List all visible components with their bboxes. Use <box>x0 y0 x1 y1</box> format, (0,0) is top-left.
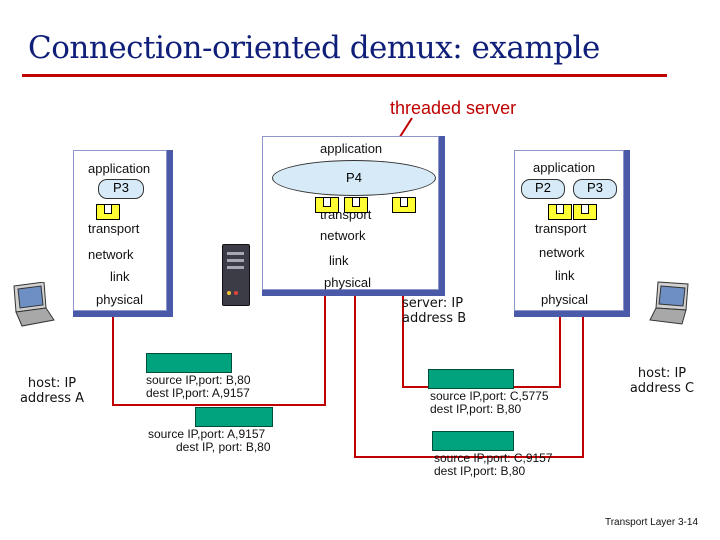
right-process-p2-label: P2 <box>535 180 551 195</box>
host-c-label-line2: address C <box>629 381 695 396</box>
segment-3-packet <box>428 369 514 389</box>
title-underline <box>22 74 667 77</box>
server-network-label: network <box>320 228 366 243</box>
left-app-label: application <box>88 161 151 176</box>
segment-1-source: source IP,port: B,80 <box>146 373 251 387</box>
right-link-label: link <box>555 268 575 283</box>
segment-2-packet <box>195 407 273 427</box>
segment-1-packet <box>146 353 232 373</box>
left-link-label: link <box>110 269 130 284</box>
segment-4-header: source IP,port: C,9157 dest IP,port: B,8… <box>434 452 553 478</box>
left-physical-label: physical <box>96 292 143 307</box>
host-c-label-line1: host: IP <box>637 366 687 381</box>
footer-chapter: Transport Layer <box>604 517 676 528</box>
right-physical-label: physical <box>541 292 588 307</box>
threaded-server-label: threaded server <box>390 98 517 118</box>
segment-3-source: source IP,port: C,5775 <box>430 389 549 403</box>
right-network-label: network <box>539 245 585 260</box>
server-process-p4: P4 <box>272 160 436 196</box>
left-transport-label: transport <box>88 221 140 236</box>
server-link-label: link <box>329 253 349 268</box>
server-b-label: server: IP address B <box>402 296 484 326</box>
right-socket-1-icon <box>548 204 572 220</box>
left-laptop-icon <box>13 282 55 327</box>
server-b-label-line2: address B <box>402 311 467 326</box>
server-tower-icon <box>222 244 250 306</box>
right-host-stack: application P2 P3 transport network link… <box>514 150 630 317</box>
slide-footer: Transport Layer 3-14 <box>605 517 698 528</box>
left-process-p3-label: P3 <box>113 180 129 195</box>
server-socket-2-icon <box>344 197 368 213</box>
left-socket-icon <box>96 204 120 220</box>
right-process-p2: P2 <box>521 179 565 199</box>
segment-2-header: source IP,port: A,9157 dest IP, port: B,… <box>148 428 271 454</box>
segment-4-packet <box>432 431 514 451</box>
segment-2-source: source IP,port: A,9157 <box>148 427 266 441</box>
server-app-label: application <box>320 141 383 156</box>
segment-1-header: source IP,port: B,80 dest IP,port: A,915… <box>146 374 251 400</box>
segment-1-dest: dest IP,port: A,9157 <box>146 386 250 400</box>
segment-3-header: source IP,port: C,5775 dest IP,port: B,8… <box>430 390 549 416</box>
host-a-label: host: IP address A <box>10 376 94 406</box>
segment-2-dest: dest IP, port: B,80 <box>176 440 271 454</box>
server-process-p4-label: P4 <box>346 170 362 185</box>
right-host-stack-inner: application P2 P3 transport network link… <box>514 150 624 311</box>
server-socket-3-icon <box>392 197 416 213</box>
right-transport-label: transport <box>535 221 587 236</box>
segment-4-source: source IP,port: C,9157 <box>434 451 553 465</box>
right-process-p3-label: P3 <box>587 180 603 195</box>
left-network-label: network <box>88 247 134 262</box>
right-app-label: application <box>533 160 596 175</box>
host-a-label-line2: address A <box>19 391 85 406</box>
host-c-label: host: IP address C <box>620 366 704 396</box>
segment-4-dest: dest IP,port: B,80 <box>434 464 526 478</box>
segment-3-dest: dest IP,port: B,80 <box>430 402 522 416</box>
server-physical-label: physical <box>324 275 371 290</box>
server-b-label-line1: server: IP <box>402 296 464 311</box>
right-laptop-icon <box>649 281 689 325</box>
left-process-p3: P3 <box>98 179 144 199</box>
left-host-stack-inner: application P3 transport network link ph… <box>73 150 167 311</box>
right-socket-2-icon <box>573 204 597 220</box>
right-process-p3: P3 <box>573 179 617 199</box>
left-host-stack: application P3 transport network link ph… <box>73 150 173 317</box>
server-socket-1-icon <box>315 197 339 213</box>
page-title: Connection-oriented demux: example <box>28 30 600 66</box>
footer-page: 3-14 <box>677 517 698 528</box>
host-a-label-line1: host: IP <box>27 376 77 391</box>
